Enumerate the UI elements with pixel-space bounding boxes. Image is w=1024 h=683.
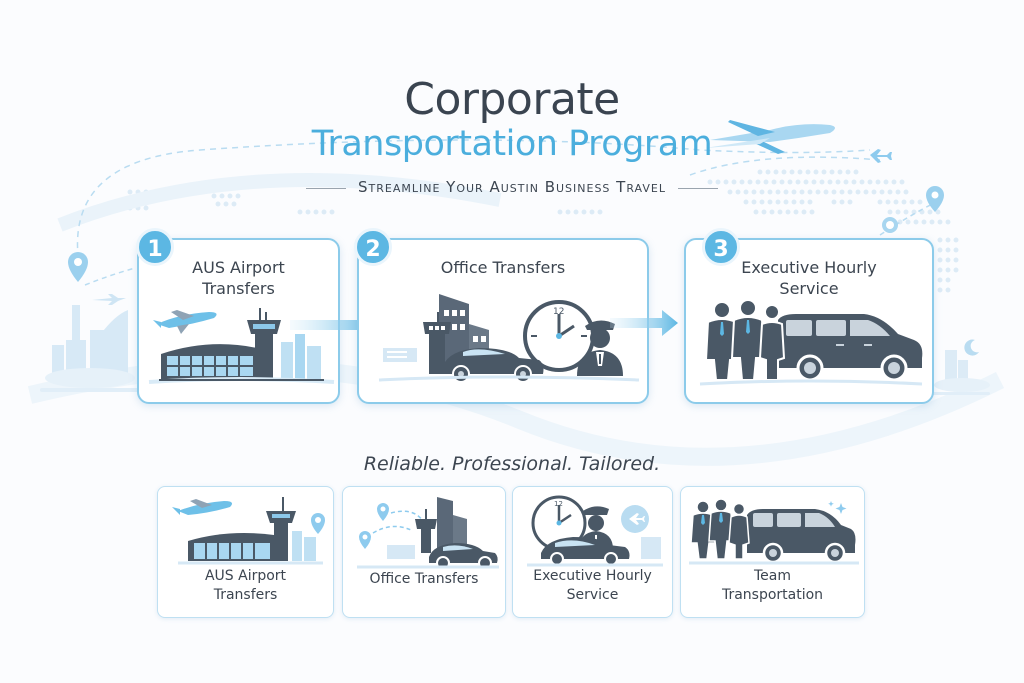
svg-text:12: 12 — [554, 500, 563, 508]
service-card-executive: 12 Executive Hourly Service — [512, 486, 673, 618]
right-location-pin-icon — [882, 186, 944, 233]
tagline-rule-left — [306, 188, 346, 189]
right-skyline-icon — [930, 339, 990, 395]
svg-text:12: 12 — [553, 307, 564, 317]
service-card-label: Executive Hourly Service — [513, 567, 672, 605]
service-card-airport: AUS Airport Transfers — [157, 486, 334, 618]
step-number-badge: 3 — [702, 228, 740, 266]
airplane-icon — [705, 120, 835, 154]
left-location-pin-icon — [68, 252, 88, 282]
tagline: Streamline Your Austin Business Travel — [0, 178, 1024, 196]
service-card-office: Office Transfers — [342, 486, 506, 618]
step-card-airport: AUS Airport Transfers — [137, 238, 340, 404]
step-title-line2: Service — [779, 279, 839, 298]
arrow-right-icon — [610, 310, 678, 336]
service-label-line1: Executive Hourly — [533, 568, 652, 584]
tagline-rule-right — [677, 188, 718, 189]
service-label-line1: AUS Airport — [204, 568, 287, 584]
service-label-line2: Service — [566, 587, 619, 603]
step-title: Office Transfers — [440, 258, 566, 277]
small-airplane-icon — [870, 149, 892, 163]
step-title-line1: Executive Hourly — [741, 258, 877, 277]
motto-text: Reliable. Professional. Tailored. — [363, 453, 661, 475]
clock-chauffeur-car-icon: 12 — [527, 495, 663, 567]
service-label-line2: Transportation — [721, 587, 824, 603]
step-number-badge: 2 — [354, 228, 392, 266]
step-card-office: Office Transfers 12 — [357, 238, 649, 404]
sparkle-icon — [835, 503, 847, 514]
team-van-icon — [689, 498, 859, 565]
airport-terminal-icon — [172, 497, 325, 565]
service-card-label: Office Transfers — [343, 570, 505, 589]
service-card-team: Team Transportation — [680, 486, 865, 618]
airport-terminal-icon — [148, 308, 335, 384]
arrow-right-icon — [290, 312, 378, 338]
executives-van-icon — [699, 299, 923, 386]
step-title-line2: Transfers — [202, 279, 275, 298]
service-label-line1: Team — [753, 568, 791, 584]
step-title: AUS Airport Transfers — [139, 257, 338, 299]
step-title-line1: AUS Airport — [192, 258, 285, 277]
left-skyline-icon — [40, 305, 140, 392]
step-number-badge: 1 — [136, 228, 174, 266]
step-title: Executive Hourly Service — [686, 257, 932, 299]
tagline-text: Streamline Your Austin Business Travel — [358, 178, 666, 196]
service-card-label: Team Transportation — [681, 567, 864, 605]
office-car-chauffeur-icon: 12 — [378, 294, 640, 383]
service-label-line2: Transfers — [213, 587, 278, 603]
page-title: Corporate — [404, 74, 620, 125]
service-label-line1: Office Transfers — [369, 571, 479, 587]
service-card-label: AUS Airport Transfers — [158, 567, 333, 605]
page-subtitle: Transportation Program — [311, 124, 713, 164]
office-route-car-icon — [357, 497, 499, 570]
